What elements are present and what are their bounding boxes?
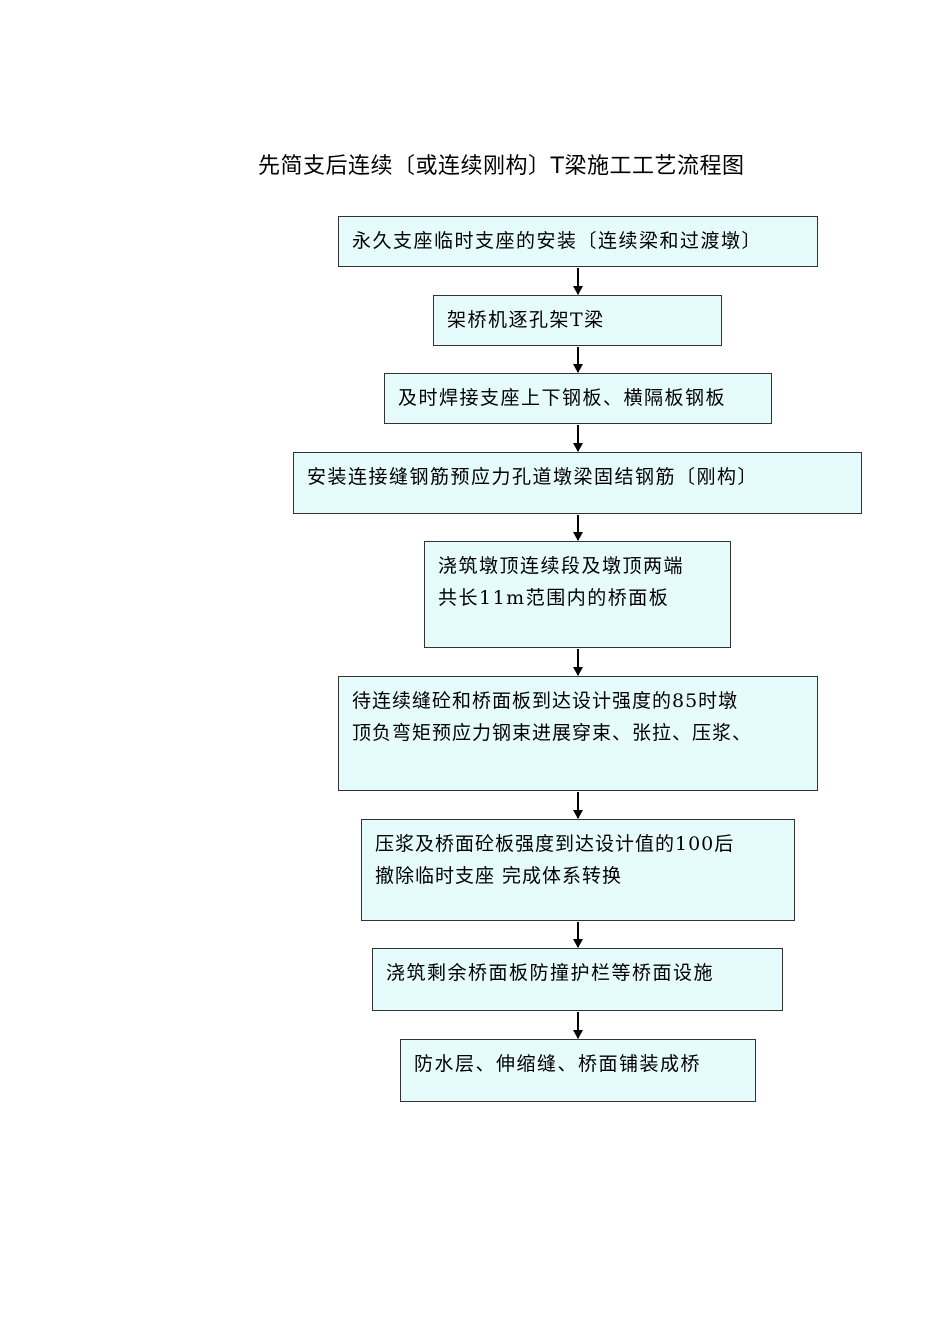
flow-step-1-text: 永久支座临时支座的安装〔连续梁和过渡墩〕 — [352, 230, 763, 252]
flow-arrow-8 — [573, 1012, 583, 1039]
flow-step-9-text: 防水层、伸缩缝、桥面铺装成桥 — [414, 1053, 702, 1075]
flow-arrow-3 — [573, 425, 583, 452]
flow-step-2-text: 架桥机逐孔架T梁 — [447, 309, 605, 331]
flow-step-6-text-line-2: 顶负弯矩预应力钢束进展穿束、张拉、压浆、 — [352, 722, 753, 744]
flow-step-7-text-line-2: 撤除临时支座 完成体系转换 — [375, 865, 623, 887]
flow-step-9-box: 防水层、伸缩缝、桥面铺装成桥 — [400, 1039, 756, 1102]
flow-step-5-text-line-2: 共长11m范围内的桥面板 — [438, 587, 670, 609]
flow-step-6-box: 待连续缝砼和桥面板到达设计强度的85时墩 顶负弯矩预应力钢束进展穿束、张拉、压浆… — [338, 676, 818, 791]
flow-step-4-box: 安装连接缝钢筋预应力孔道墩梁固结钢筋〔刚构〕 — [293, 452, 862, 514]
flow-arrow-6 — [573, 792, 583, 819]
flow-step-7-text-line-1: 压浆及桥面砼板强度到达设计值的100后 — [375, 833, 735, 855]
flow-step-3-box: 及时焊接支座上下钢板、横隔板钢板 — [384, 373, 772, 424]
flow-arrow-4 — [573, 515, 583, 541]
flow-step-5-box: 浇筑墩顶连续段及墩顶两端 共长11m范围内的桥面板 — [424, 541, 731, 648]
flow-arrow-1 — [573, 268, 583, 295]
flow-step-1-box: 永久支座临时支座的安装〔连续梁和过渡墩〕 — [338, 216, 818, 267]
flow-step-6-text-line-1: 待连续缝砼和桥面板到达设计强度的85时墩 — [352, 690, 739, 712]
diagram-title: 先简支后连续〔或连续刚构〕T梁施工工艺流程图 — [258, 154, 745, 179]
flow-arrow-7 — [573, 922, 583, 948]
flow-arrow-2 — [573, 347, 583, 373]
flow-step-7-box: 压浆及桥面砼板强度到达设计值的100后 撤除临时支座 完成体系转换 — [361, 819, 795, 921]
flow-step-8-box: 浇筑剩余桥面板防撞护栏等桥面设施 — [372, 948, 783, 1011]
flow-step-4-text: 安装连接缝钢筋预应力孔道墩梁固结钢筋〔刚构〕 — [307, 466, 759, 488]
flow-step-2-box: 架桥机逐孔架T梁 — [433, 295, 722, 346]
flow-arrow-5 — [573, 649, 583, 676]
flow-step-5-text-line-1: 浇筑墩顶连续段及墩顶两端 — [438, 555, 685, 577]
flow-step-8-text: 浇筑剩余桥面板防撞护栏等桥面设施 — [386, 962, 715, 984]
flow-step-3-text: 及时焊接支座上下钢板、横隔板钢板 — [398, 387, 727, 409]
